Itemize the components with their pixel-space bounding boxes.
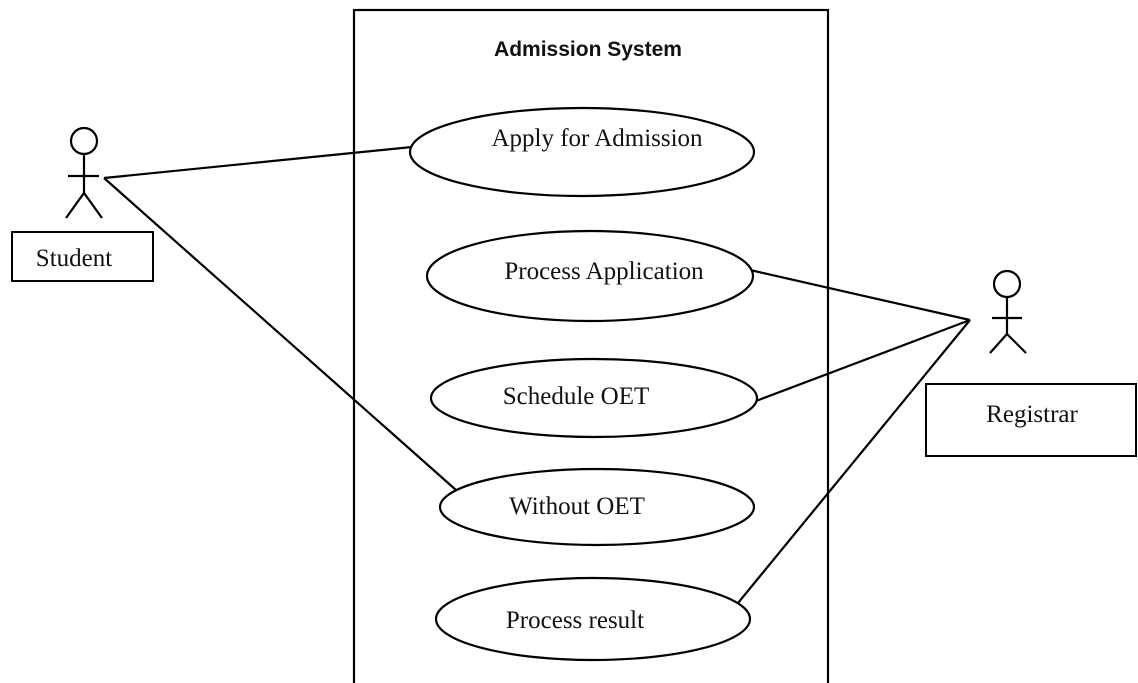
system-title: Admission System: [494, 38, 682, 61]
actor-label: Student: [36, 245, 112, 272]
association-registrar-process-result: [737, 319, 971, 604]
actor-label: Registrar: [986, 401, 1078, 428]
stick-figure-icon: [65, 126, 103, 219]
actor-registrar: Registrar: [925, 269, 1137, 457]
use-case-ellipse: [425, 229, 755, 323]
use-case-ellipse: [434, 576, 752, 662]
use-case-label: Apply for Admission: [491, 125, 703, 152]
use-case-label: Schedule OET: [503, 383, 649, 410]
use-case-process-result: Process result: [434, 576, 752, 662]
use-case-label: Process result: [506, 607, 644, 634]
use-case-ellipse: [438, 467, 756, 547]
use-case-label: Without OET: [509, 493, 645, 520]
use-case-label: Process Application: [504, 258, 704, 285]
use-case-apply: Apply for Admission: [408, 106, 756, 198]
system-boundary: [352, 8, 830, 683]
use-case-without-oet: Without OET: [438, 467, 756, 547]
actor-label-box: [925, 383, 1137, 457]
association-student-apply: [103, 145, 413, 180]
actor-label-box: [11, 231, 154, 282]
use-case-ellipse: [408, 106, 756, 198]
use-case-process-application: Process Application: [425, 229, 755, 323]
use-case-schedule-oet: Schedule OET: [429, 357, 759, 439]
stick-figure-icon: [989, 269, 1027, 354]
associations: [103, 145, 971, 604]
actor-student: Student: [11, 126, 154, 282]
use-case-ellipse: [429, 357, 759, 439]
association-student-without-oet: [103, 177, 457, 491]
association-registrar-process-application: [749, 268, 971, 322]
association-registrar-schedule-oet: [755, 318, 971, 403]
